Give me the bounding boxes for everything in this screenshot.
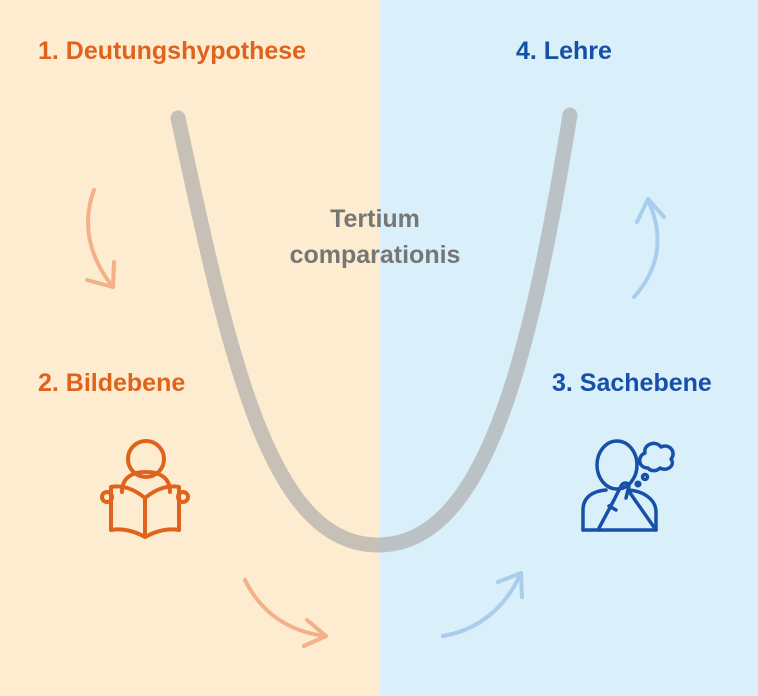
arrow-bottom-to-step3 [441, 571, 524, 638]
center-label-line1: Tertium [330, 205, 420, 233]
center-label-line2: comparationis [289, 241, 461, 269]
center-label: Tertium comparationis [260, 201, 490, 273]
arrow-step1-to-step2 [85, 188, 116, 289]
step2-label: 2. Bildebene [38, 369, 186, 397]
step4-label: 4. Lehre [516, 37, 612, 65]
u-curve [170, 107, 578, 553]
arrow-step2-to-bottom [243, 578, 328, 648]
step1-label: 1. Deutungshypothese [38, 37, 307, 65]
reading-person-icon [100, 439, 190, 539]
step3-label: 3. Sachebene [552, 369, 712, 397]
left-panel [0, 0, 380, 696]
thinking-person-icon [581, 439, 675, 532]
arrow-step3-to-step4 [632, 197, 666, 299]
